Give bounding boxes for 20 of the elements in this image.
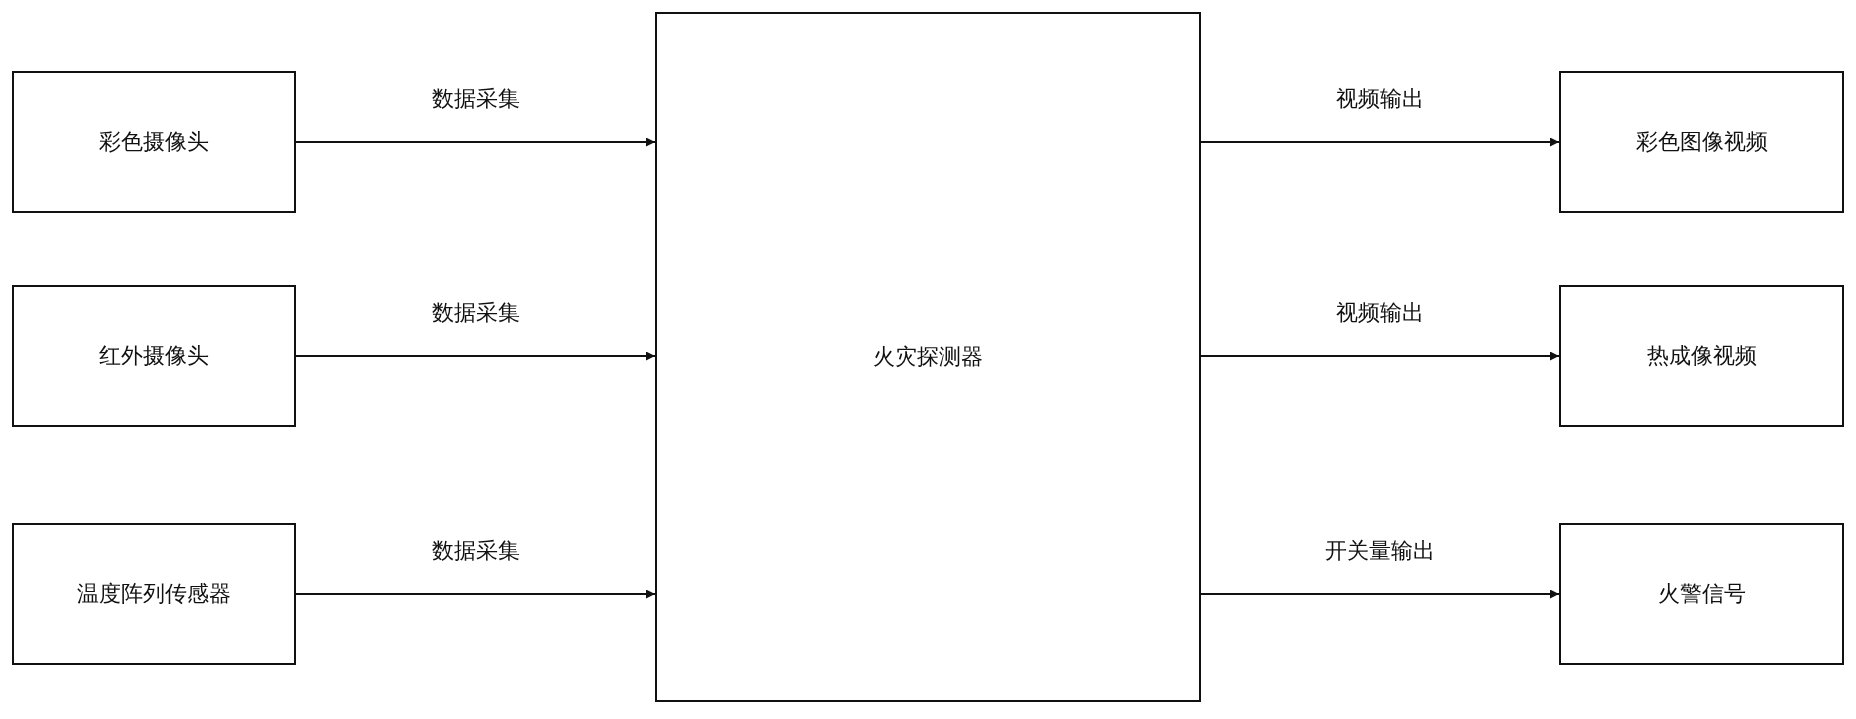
process-box bbox=[1559, 285, 1844, 427]
arrow bbox=[295, 137, 656, 147]
box-label: 温度阵列传感器 bbox=[77, 580, 231, 608]
process-box bbox=[1559, 71, 1844, 213]
box-label: 火灾探测器 bbox=[873, 343, 983, 371]
box-label: 热成像视频 bbox=[1646, 342, 1757, 370]
arrow bbox=[295, 589, 656, 599]
process-box bbox=[1559, 523, 1844, 665]
box-label: 火警信号 bbox=[1657, 580, 1746, 608]
box-label: 红外摄像头 bbox=[99, 342, 209, 370]
arrow bbox=[1200, 351, 1560, 361]
process-box bbox=[12, 523, 296, 665]
process-box bbox=[12, 285, 296, 427]
arrow bbox=[1200, 589, 1560, 599]
process-box bbox=[12, 71, 296, 213]
box-label: 彩色摄像头 bbox=[99, 128, 209, 156]
arrow bbox=[1200, 137, 1560, 147]
arrow bbox=[295, 351, 656, 361]
process-box bbox=[655, 12, 1201, 702]
box-label: 彩色图像视频 bbox=[1635, 128, 1768, 156]
